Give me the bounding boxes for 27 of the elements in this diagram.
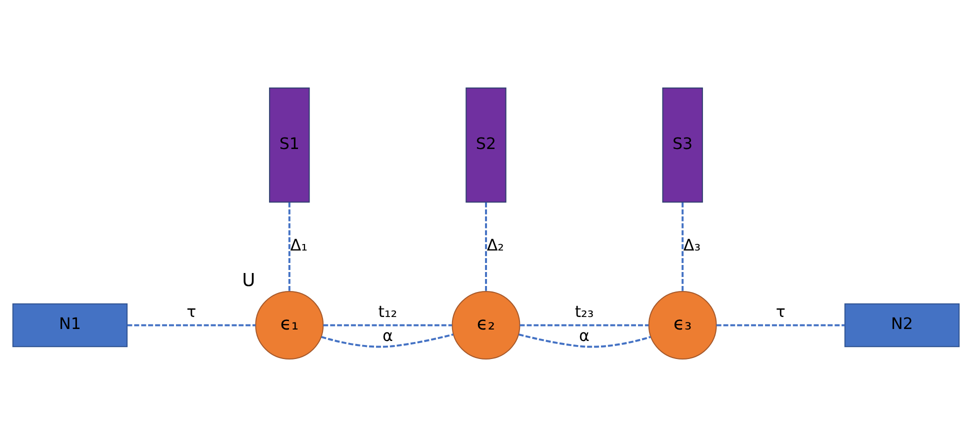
node-circle: ϵ₁ xyxy=(255,291,324,360)
connector xyxy=(127,324,256,326)
connector xyxy=(323,324,452,326)
edge-label: Δ₃ xyxy=(683,236,701,255)
node-circle: ϵ₂ xyxy=(452,291,520,360)
edge-label: α xyxy=(579,326,590,345)
node-box: S3 xyxy=(662,87,703,203)
node-label: U xyxy=(242,270,256,291)
connector xyxy=(321,334,454,348)
edge-label: Δ₁ xyxy=(290,236,308,255)
node-box: S2 xyxy=(466,87,506,203)
edge-label: α xyxy=(382,326,393,345)
connector xyxy=(520,324,649,326)
node-box: S1 xyxy=(269,87,310,203)
connector xyxy=(518,334,651,348)
node-box: N1 xyxy=(12,303,128,348)
edge-label: τ xyxy=(776,302,786,322)
connector xyxy=(716,324,845,326)
connector xyxy=(485,202,487,292)
edge-label: Δ₂ xyxy=(486,236,504,255)
edge-label: t₂₃ xyxy=(574,302,594,322)
edge-label: τ xyxy=(186,302,196,322)
connector xyxy=(682,202,684,292)
edge-label: t₁₂ xyxy=(378,302,398,322)
node-circle: ϵ₃ xyxy=(648,291,717,360)
node-box: N2 xyxy=(844,303,960,348)
connector xyxy=(288,202,290,292)
